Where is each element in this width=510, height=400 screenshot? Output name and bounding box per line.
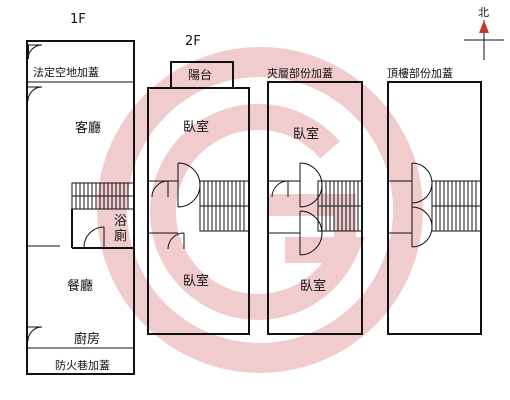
bedroom-mezz-bottom-label: 臥室 — [300, 278, 326, 294]
floor-roof: 頂樓部份加蓋 — [387, 66, 482, 335]
legal-open-space-note: 法定空地加蓋 — [33, 65, 99, 79]
agency-logo-watermark — [97, 47, 423, 373]
staircase-icon — [317, 180, 363, 232]
door-icon — [299, 210, 323, 256]
mezzanine-heading: 夾層部份加蓋 — [267, 66, 333, 80]
fire-lane-note: 防火巷加蓋 — [55, 358, 110, 372]
living-room-label: 客廳 — [75, 120, 101, 136]
door-icon — [27, 44, 43, 60]
floor-2f-heading: 2F — [185, 34, 201, 49]
staircase-icon — [199, 180, 250, 232]
north-arrow-icon: 北 — [464, 6, 504, 60]
compass-north-label: 北 — [478, 6, 489, 19]
floor-2f: 2F 陽台 臥室 — [147, 34, 250, 335]
door-icon — [151, 180, 169, 198]
bedroom-2f-top-label: 臥室 — [183, 119, 209, 135]
door-icon — [83, 226, 105, 248]
door-icon — [167, 232, 185, 250]
bedroom-mezz-top-label: 臥室 — [293, 126, 319, 142]
staircase-icon — [71, 182, 135, 210]
door-icon — [27, 326, 43, 342]
floor-1f: 1F 法定空地加蓋 客廳 — [26, 12, 135, 375]
roof-heading: 頂樓部份加蓋 — [387, 66, 453, 80]
bedroom-2f-bottom-label: 臥室 — [183, 273, 209, 289]
door-icon — [271, 180, 289, 198]
floor-1f-heading: 1F — [70, 12, 86, 27]
door-icon — [27, 86, 43, 102]
kitchen-label: 廚房 — [74, 331, 100, 347]
staircase-icon — [431, 180, 482, 232]
floor-mezzanine: 夾層部份加蓋 臥室 臥 — [267, 66, 363, 335]
balcony-label: 陽台 — [188, 67, 212, 82]
bathroom-label-2: 廁 — [114, 228, 127, 244]
dining-room-label: 餐廳 — [67, 278, 93, 294]
bathroom-label-1: 浴 — [114, 214, 127, 229]
